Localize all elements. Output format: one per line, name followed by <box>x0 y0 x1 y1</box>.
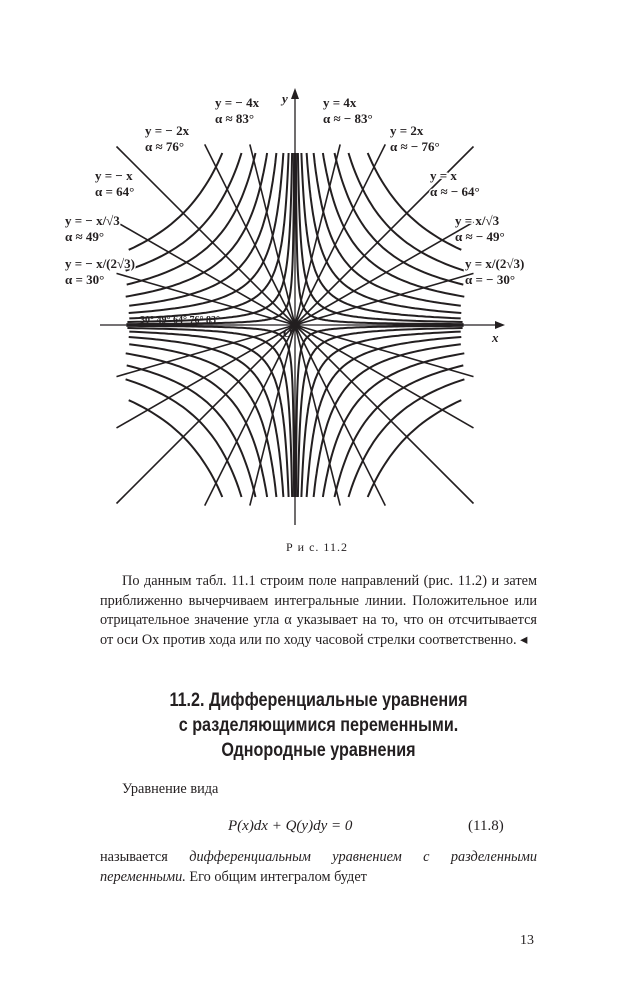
integral-curve <box>294 324 464 498</box>
integral-curves <box>125 152 465 498</box>
right-isocline-equation: y = 2x <box>390 123 424 138</box>
right-isocline-equation: y = x/√3 <box>455 213 500 228</box>
integral-curve <box>128 152 285 314</box>
isocline <box>294 221 474 326</box>
right-isocline-angle: α ≈ − 64° <box>430 184 480 199</box>
right-isocline-angle: α ≈ − 83° <box>323 111 373 126</box>
integral-curve <box>300 330 461 498</box>
axis-angles: 30° 49° 64° 76° 83° <box>140 315 220 326</box>
x-arrow-icon <box>495 321 505 329</box>
heading-line: с разделяющимися переменными. <box>178 715 459 736</box>
section-heading: 11.2. Дифференциальные уравнения с разде… <box>133 688 504 763</box>
paragraph: называется дифференциальным уравнением с… <box>100 848 537 887</box>
integral-curve <box>305 152 462 314</box>
integral-curve <box>305 336 462 498</box>
integral-curve <box>312 343 461 498</box>
left-isocline-equation: y = − 4x <box>215 95 260 110</box>
integral-curve <box>128 152 224 251</box>
isocline <box>115 145 296 326</box>
isocline <box>294 324 387 506</box>
y-axis-label: y <box>280 91 288 106</box>
integral-curve <box>366 152 462 251</box>
isocline <box>116 324 296 429</box>
left-isocline-equation: y = − 2x <box>145 123 190 138</box>
integral-curve <box>125 378 243 498</box>
right-isocline-equation: y = x <box>430 168 457 183</box>
integral-curve <box>366 399 462 498</box>
integral-curve <box>128 399 224 498</box>
isocline <box>294 144 387 326</box>
direction-field-figure: x y O 30° 49° 64° 76° 83° y = − 4xα ≈ 83… <box>64 88 526 525</box>
integral-curve <box>347 378 465 498</box>
isocline <box>249 144 296 326</box>
isocline <box>294 272 474 326</box>
right-isocline-equation: y = 4x <box>323 95 357 110</box>
isocline <box>294 324 474 378</box>
right-isocline-angle: α ≈ − 49° <box>455 229 505 244</box>
paragraph: Уравнение вида <box>122 781 219 797</box>
isocline <box>294 324 474 429</box>
text: называется <box>100 849 190 865</box>
left-isocline-angle: α ≈ 76° <box>145 139 184 154</box>
integral-curve <box>347 152 465 272</box>
right-isocline-equation: y = x/(2√3) <box>465 256 524 271</box>
integral-curve <box>126 364 257 498</box>
integral-curve <box>129 343 278 498</box>
left-isocline-angle: α ≈ 49° <box>65 229 104 244</box>
isocline <box>294 145 475 326</box>
origin-label: O <box>283 325 293 340</box>
isocline <box>115 324 296 505</box>
isocline <box>294 324 475 505</box>
isocline <box>116 221 296 326</box>
x-axis-label: x <box>491 330 499 345</box>
integral-curve <box>129 152 290 320</box>
left-isocline-angle: α = 30° <box>65 272 104 287</box>
integral-curve <box>333 152 464 286</box>
integral-curve <box>300 152 461 320</box>
integral-curve <box>126 152 257 286</box>
isocline <box>294 324 341 506</box>
isocline <box>249 324 296 506</box>
right-isocline-angle: α ≈ − 76° <box>390 139 440 154</box>
left-isocline-angle: α ≈ 83° <box>215 111 254 126</box>
isoclines <box>115 144 475 506</box>
text: Его общим интегралом будет <box>185 868 367 885</box>
isocline <box>294 144 341 326</box>
integral-curve <box>128 336 285 498</box>
integral-curve <box>129 152 278 307</box>
left-isocline-angle: α = 64° <box>95 184 134 199</box>
integral-curve <box>125 152 243 272</box>
y-arrow-icon <box>291 88 299 99</box>
integral-curve <box>129 330 290 498</box>
equation: P(x)dx + Q(y)dy = 0 <box>228 818 353 834</box>
isocline <box>116 324 296 378</box>
equation-number: (11.8) <box>468 818 504 834</box>
integral-curve <box>294 152 464 326</box>
integral-curve <box>126 152 296 326</box>
emphasis: дифференциальным уравнением с разделенны… <box>100 849 537 885</box>
isocline <box>203 324 296 506</box>
isocline <box>116 272 296 326</box>
right-isocline-angle: α = − 30° <box>465 272 515 287</box>
left-isocline-equation: y = − x/(2√3) <box>65 256 135 271</box>
figure-caption: Р и с. 11.2 <box>286 540 348 554</box>
paragraph: По данным табл. 11.1 строим поле направл… <box>100 573 537 648</box>
heading-line: 11.2. Дифференциальные уравнения <box>169 690 468 711</box>
integral-curve <box>333 364 464 498</box>
integral-curve <box>126 324 296 498</box>
left-isocline-equation: y = − x <box>95 168 133 183</box>
heading-line: Однородные уравнения <box>221 740 416 761</box>
page-number: 13 <box>520 933 534 948</box>
integral-curve <box>312 152 461 307</box>
isocline <box>203 144 296 326</box>
left-isocline-equation: y = − x/√3 <box>65 213 120 228</box>
